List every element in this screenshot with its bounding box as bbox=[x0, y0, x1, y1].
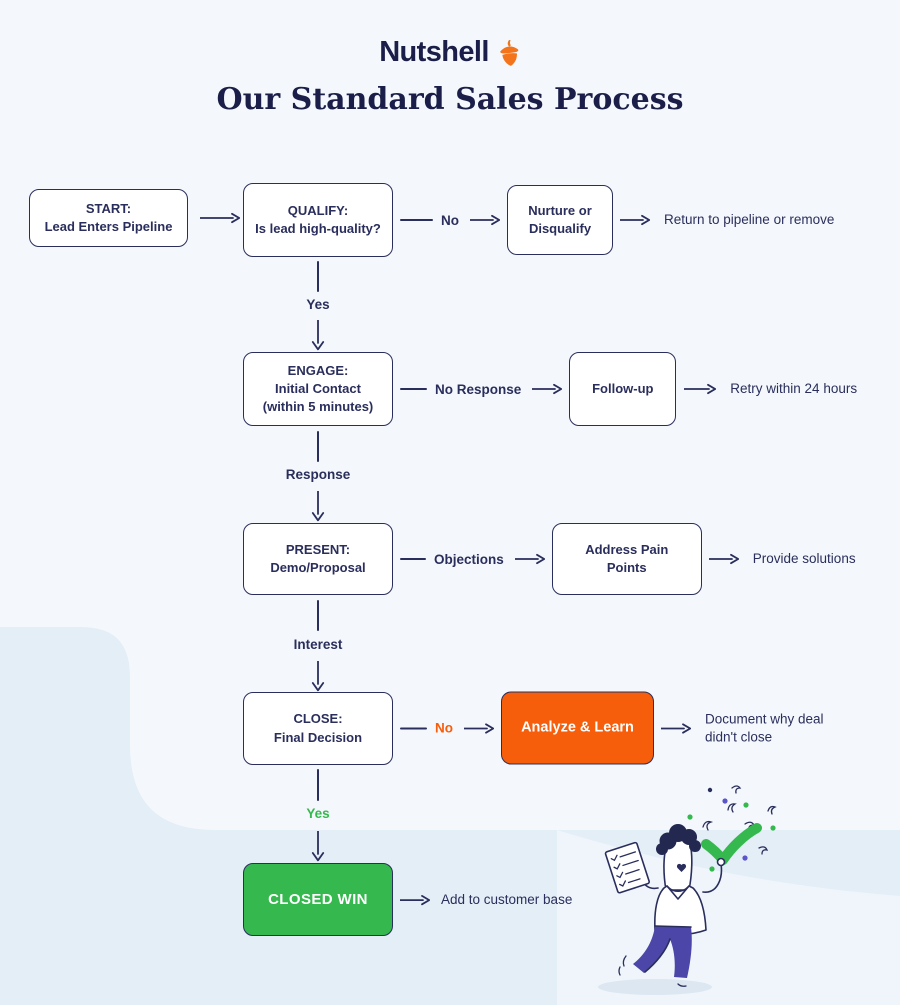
close-box-line2: Final Decision bbox=[273, 729, 363, 745]
closed-win-box-line1: CLOSED WIN bbox=[268, 891, 368, 908]
nurture-disqualify-box: Nurture or Disqualify bbox=[507, 185, 613, 255]
down-label-yes: Yes bbox=[306, 297, 330, 312]
close-box-line1: CLOSE: bbox=[293, 711, 343, 727]
qualify-branch: No Nurture or Disqualify Return to pipel… bbox=[400, 185, 834, 255]
acorn-icon bbox=[500, 39, 519, 66]
connector-arrow bbox=[532, 383, 563, 395]
person-hair bbox=[656, 824, 701, 855]
engage-box-line2: Initial Contact bbox=[275, 380, 361, 396]
qualify-box-line1: QUALIFY: bbox=[287, 202, 349, 218]
person-celebrating-illustration bbox=[598, 785, 777, 995]
branch-label-no: No bbox=[441, 212, 459, 228]
connector-line bbox=[317, 600, 319, 631]
connector-arrow bbox=[470, 214, 500, 226]
nurture-box-line2: Disqualify bbox=[528, 221, 592, 236]
person-pants bbox=[633, 926, 692, 978]
present-outcome-text: Provide solutions bbox=[752, 551, 856, 567]
connector-line bbox=[317, 769, 319, 801]
close-outcome-text: Document why deal didn't close bbox=[705, 711, 824, 744]
closed-win-outcome-text: Add to customer base bbox=[441, 892, 573, 908]
start-box: START: Lead Enters Pipeline bbox=[29, 189, 188, 247]
connector-arrow bbox=[661, 722, 691, 734]
analyze-learn-box: Analyze & Learn bbox=[501, 691, 654, 765]
address-box-line1: Address Pain bbox=[585, 541, 669, 557]
down-label-response: Response bbox=[285, 467, 351, 482]
engage-box-line1: ENGAGE: bbox=[287, 362, 349, 378]
page-title: Our Standard Sales Process bbox=[216, 82, 684, 117]
connector-arrow bbox=[514, 553, 545, 565]
ground-shadow bbox=[598, 979, 712, 995]
present-box-line1: PRESENT: bbox=[285, 541, 351, 557]
connector-arrow-down bbox=[311, 661, 325, 692]
connector-arrow bbox=[400, 894, 430, 906]
branch-label-no-orange: No bbox=[435, 720, 453, 736]
engage-branch: No Response Follow-up Retry within 24 ho… bbox=[400, 352, 857, 426]
address-box-line2: Points bbox=[606, 560, 647, 575]
nutshell-logo-text: Nutshell bbox=[379, 36, 489, 68]
follow-up-box: Follow-up bbox=[569, 352, 677, 426]
connector-arrow-down bbox=[311, 320, 325, 351]
connector-arrow bbox=[620, 214, 650, 226]
connector-arrow-down bbox=[311, 831, 325, 862]
connector-arrow bbox=[684, 383, 717, 395]
branch-label-objections: Objections bbox=[434, 551, 504, 567]
closed-win-box: CLOSED WIN bbox=[243, 863, 393, 936]
follow-up-box-line1: Follow-up bbox=[592, 380, 654, 396]
engage-box: ENGAGE: Initial Contact (within 5 minute… bbox=[243, 352, 393, 426]
connector-arrow-down bbox=[311, 491, 325, 522]
branch-label-no-response: No Response bbox=[435, 381, 522, 397]
qualify-outcome-text: Return to pipeline or remove bbox=[664, 212, 835, 228]
start-box-line2: Lead Enters Pipeline bbox=[44, 219, 173, 234]
present-box-line2: Demo/Proposal bbox=[270, 560, 366, 575]
engage-outcome-text: Retry within 24 hours bbox=[730, 381, 858, 397]
closed-win-branch: Add to customer base bbox=[400, 891, 572, 909]
down-label-interest: Interest bbox=[293, 637, 343, 652]
nutshell-logo: Nutshell bbox=[0, 36, 900, 69]
connector-line bbox=[317, 261, 319, 292]
checklist-paper bbox=[604, 841, 650, 894]
qualify-box: QUALIFY: Is lead high-quality? bbox=[243, 183, 393, 257]
engage-box-line3: (within 5 minutes) bbox=[262, 399, 374, 415]
analyze-box-line1: Analyze & Learn bbox=[521, 719, 634, 736]
close-box: CLOSE: Final Decision bbox=[243, 692, 393, 765]
connector-arrow bbox=[464, 722, 494, 734]
present-branch: Objections Address Pain Points Provide s… bbox=[400, 523, 856, 595]
present-box: PRESENT: Demo/Proposal bbox=[243, 523, 393, 595]
checkmark-icon bbox=[701, 823, 762, 865]
start-box-line1: START: bbox=[85, 200, 132, 216]
close-branch: No Analyze & Learn Document why deal did… bbox=[400, 691, 847, 765]
qualify-box-line2: Is lead high-quality? bbox=[255, 221, 381, 236]
connector-arrow bbox=[708, 553, 739, 565]
down-label-yes-green: Yes bbox=[306, 806, 330, 821]
connector-arrow bbox=[200, 212, 240, 224]
address-pain-points-box: Address Pain Points bbox=[551, 523, 702, 595]
nurture-box-line1: Nurture or bbox=[528, 202, 592, 218]
connector-line bbox=[317, 431, 319, 462]
